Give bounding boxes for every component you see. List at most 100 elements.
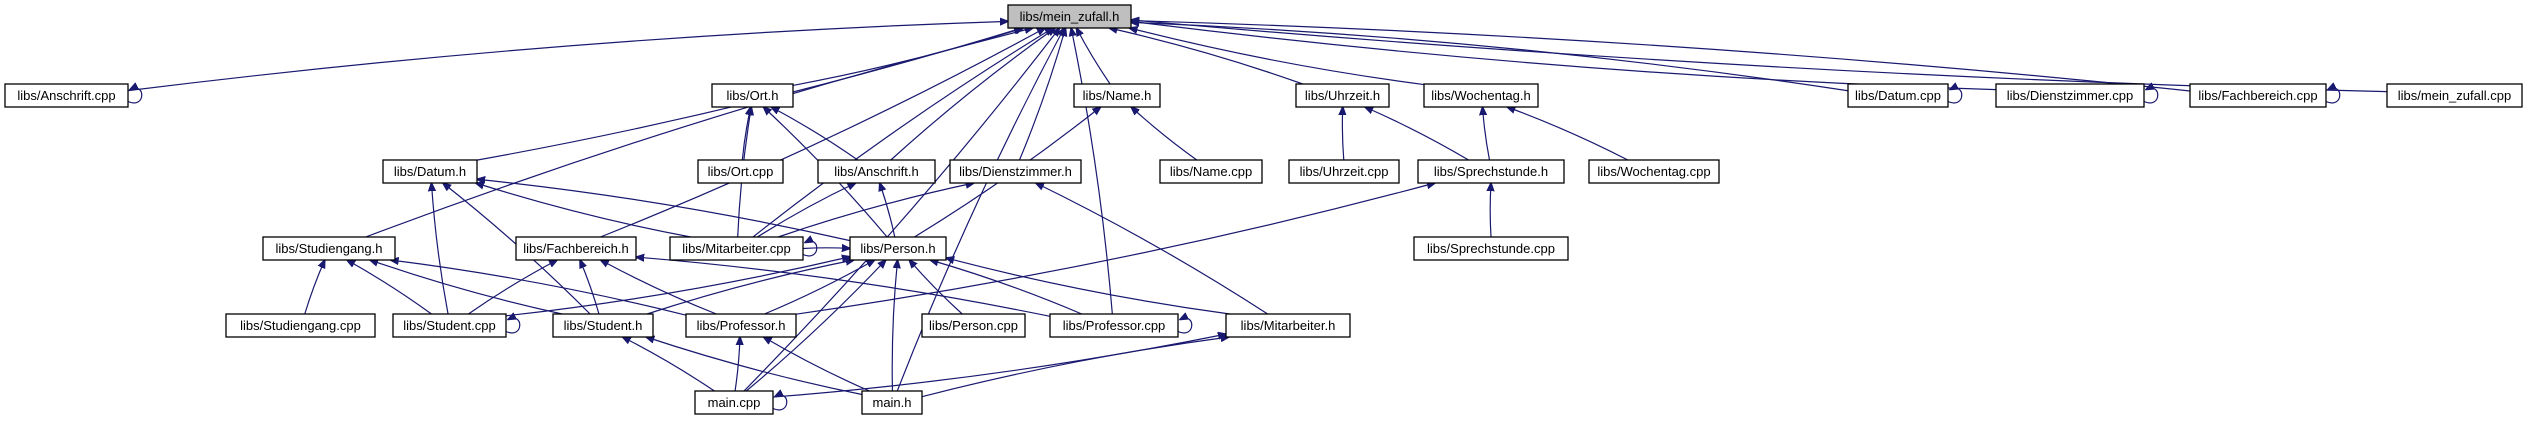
node-fachbereich-cpp[interactable]: libs/Fachbereich.cpp: [2189, 83, 2327, 108]
node-person-cpp[interactable]: libs/Person.cpp: [921, 313, 1026, 338]
node-mein-zufall-h[interactable]: libs/mein_zufall.h: [1007, 4, 1132, 29]
node-anschrift-cpp[interactable]: libs/Anschrift.cpp: [4, 83, 129, 108]
node-label: libs/Anschrift.cpp: [17, 88, 115, 103]
node-mein-zufall-cpp[interactable]: libs/mein_zufall.cpp: [2386, 83, 2523, 108]
node-dienstzimmer-h[interactable]: libs/Dienstzimmer.h: [949, 159, 1082, 184]
node-box: [849, 236, 947, 261]
node-sprechstunde-cpp[interactable]: libs/Sprechstunde.cpp: [1413, 236, 1569, 261]
edge-mitarbeiter-cpp-to-mein-zufall-h: [752, 28, 1053, 238]
edge-professor-cpp-to-fachbereich-h: [636, 257, 1051, 317]
edge-uhrzeit-h-to-mein-zufall-h: [1109, 28, 1303, 85]
edge-professor-cpp-to-professor-cpp: [1177, 318, 1193, 334]
node-label: libs/Wochentag.cpp: [1597, 164, 1710, 179]
edge-fachbereich-cpp-to-fachbereich-cpp: [2325, 88, 2341, 104]
node-mitarbeiter-h[interactable]: libs/Mitarbeiter.h: [1225, 313, 1351, 338]
node-box: [1995, 83, 2145, 108]
node-sprechstunde-h[interactable]: libs/Sprechstunde.h: [1417, 159, 1565, 184]
edge-main-cpp-to-mitarbeiter-h: [772, 334, 1226, 398]
edge-person-cpp-to-person-h: [909, 260, 963, 315]
edge-anschrift-h-to-ort-h: [771, 107, 859, 161]
node-label: libs/Ort.h: [726, 88, 778, 103]
node-ort-cpp[interactable]: libs/Ort.cpp: [697, 159, 784, 184]
edge-wochentag-h-to-mein-zufall-h: [1129, 28, 1425, 86]
node-label: libs/Studiengang.cpp: [240, 318, 361, 333]
node-box: [669, 236, 804, 261]
node-box: [861, 390, 923, 415]
node-box: [1288, 159, 1400, 184]
edge-professor-cpp-to-person-h: [930, 260, 1082, 315]
edge-student-cpp-to-fachbereich-h: [468, 260, 557, 315]
node-mitarbeiter-cpp[interactable]: libs/Mitarbeiter.cpp: [669, 236, 804, 261]
node-label: main.cpp: [708, 395, 761, 410]
node-box: [225, 313, 376, 338]
node-fachbereich-h[interactable]: libs/Fachbereich.h: [515, 236, 637, 261]
node-label: libs/Sprechstunde.cpp: [1427, 241, 1555, 256]
node-name-h[interactable]: libs/Name.h: [1073, 83, 1161, 108]
edge-mitarbeiter-cpp-to-dienstzimmer-h: [777, 183, 974, 238]
node-wochentag-cpp[interactable]: libs/Wochentag.cpp: [1588, 159, 1720, 184]
node-label: libs/Name.cpp: [1170, 164, 1252, 179]
edge-main-cpp-to-main-cpp: [772, 395, 788, 411]
node-datum-cpp[interactable]: libs/Datum.cpp: [1847, 83, 1949, 108]
node-box: [4, 83, 129, 108]
edge-professor-cpp-to-mein-zufall-h: [1071, 28, 1113, 315]
node-student-h[interactable]: libs/Student.h: [552, 313, 654, 338]
node-studiengang-h[interactable]: libs/Studiengang.h: [262, 236, 396, 261]
node-label: libs/Sprechstunde.h: [1434, 164, 1548, 179]
edge-name-h-to-mein-zufall-h: [1076, 28, 1111, 85]
node-box: [1295, 83, 1390, 108]
node-label: libs/Anschrift.h: [834, 164, 919, 179]
edge-mitarbeiter-cpp-to-person-h: [802, 248, 850, 249]
node-box: [1588, 159, 1720, 184]
node-box: [685, 313, 797, 338]
node-label: libs/Fachbereich.h: [523, 241, 629, 256]
edge-person-h-to-anschrift-h: [880, 183, 896, 238]
edge-main-h-to-person-h: [891, 260, 897, 392]
node-anschrift-h[interactable]: libs/Anschrift.h: [817, 159, 936, 184]
node-box: [1225, 313, 1351, 338]
node-student-cpp[interactable]: libs/Student.cpp: [392, 313, 507, 338]
node-label: libs/Student.cpp: [403, 318, 496, 333]
edge-dienstzimmer-cpp-to-dienstzimmer-cpp: [2143, 88, 2159, 104]
node-dienstzimmer-cpp[interactable]: libs/Dienstzimmer.cpp: [1995, 83, 2145, 108]
node-box: [1847, 83, 1949, 108]
edge-student-cpp-to-person-h: [505, 257, 850, 317]
edge-anschrift-cpp-to-anschrift-cpp: [127, 88, 143, 104]
node-label: main.h: [872, 395, 911, 410]
edge-main-h-to-student-h: [646, 337, 863, 396]
edge-student-h-to-studiengang-h: [370, 260, 563, 315]
edge-mitarbeiter-cpp-to-anschrift-h: [757, 183, 855, 238]
node-box: [515, 236, 637, 261]
edge-sprechstunde-h-to-uhrzeit-h: [1365, 107, 1469, 161]
edge-main-cpp-to-professor-h: [734, 337, 740, 392]
node-ort-h[interactable]: libs/Ort.h: [711, 83, 794, 108]
node-label: libs/Mitarbeiter.h: [1241, 318, 1336, 333]
node-uhrzeit-h[interactable]: libs/Uhrzeit.h: [1295, 83, 1390, 108]
node-box: [817, 159, 936, 184]
node-label: libs/mein_zufall.cpp: [2398, 88, 2511, 103]
node-label: libs/Professor.cpp: [1063, 318, 1166, 333]
node-studiengang-cpp[interactable]: libs/Studiengang.cpp: [225, 313, 376, 338]
edge-mitarbeiter-cpp-to-datum-h: [476, 183, 691, 238]
node-box: [1413, 236, 1569, 261]
edge-datum-cpp-to-mein-zufall-h: [1131, 22, 1849, 92]
node-main-h[interactable]: main.h: [861, 390, 923, 415]
node-box: [1423, 83, 1539, 108]
edge-student-cpp-to-student-cpp: [505, 318, 521, 334]
node-name-cpp[interactable]: libs/Name.cpp: [1159, 159, 1263, 184]
node-person-h[interactable]: libs/Person.h: [849, 236, 947, 261]
node-box: [697, 159, 784, 184]
node-label: libs/Professor.h: [697, 318, 786, 333]
node-box: [1007, 4, 1132, 29]
node-uhrzeit-cpp[interactable]: libs/Uhrzeit.cpp: [1288, 159, 1400, 184]
node-wochentag-h[interactable]: libs/Wochentag.h: [1423, 83, 1539, 108]
node-professor-h[interactable]: libs/Professor.h: [685, 313, 797, 338]
node-box: [382, 159, 478, 184]
node-main-cpp[interactable]: main.cpp: [694, 390, 774, 415]
node-box: [1159, 159, 1263, 184]
node-professor-cpp[interactable]: libs/Professor.cpp: [1049, 313, 1179, 338]
edge-student-h-to-fachbereich-h: [580, 260, 600, 315]
edge-sprechstunde-cpp-to-sprechstunde-h: [1490, 183, 1491, 238]
node-datum-h[interactable]: libs/Datum.h: [382, 159, 478, 184]
